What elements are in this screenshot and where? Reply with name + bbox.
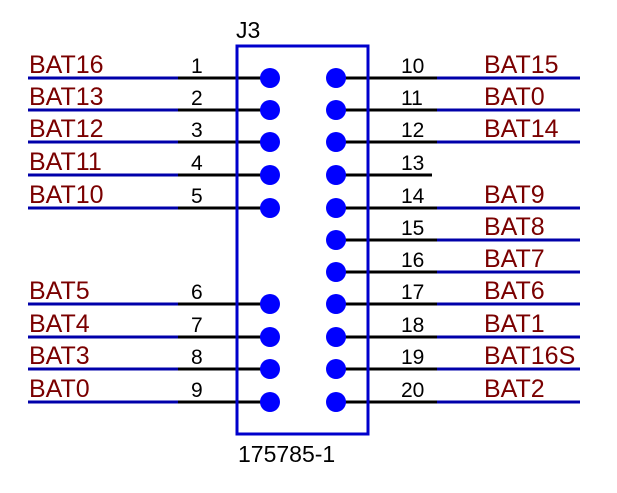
pad-pin-17 bbox=[326, 294, 346, 314]
pad-pin-12 bbox=[326, 132, 346, 152]
pad-pin-3 bbox=[260, 132, 280, 152]
net-label-pin-19: BAT16S bbox=[484, 342, 575, 370]
net-label-pin-11: BAT0 bbox=[484, 83, 545, 111]
pin-number-pin-4: 4 bbox=[191, 152, 203, 175]
pin-number-pin-7: 7 bbox=[191, 314, 203, 337]
net-label-pin-6: BAT5 bbox=[29, 277, 90, 305]
pads-layer bbox=[260, 68, 346, 412]
pad-pin-8 bbox=[260, 359, 280, 379]
net-label-pin-16: BAT7 bbox=[484, 245, 545, 273]
pin-number-pin-5: 5 bbox=[191, 185, 203, 208]
pad-pin-14 bbox=[326, 198, 346, 218]
pad-pin-9 bbox=[260, 392, 280, 412]
pin-number-pin-10: 10 bbox=[401, 55, 424, 78]
pad-pin-19 bbox=[326, 359, 346, 379]
net-label-pin-5: BAT10 bbox=[29, 181, 104, 209]
net-label-pin-12: BAT14 bbox=[484, 115, 559, 143]
pad-pin-6 bbox=[260, 294, 280, 314]
net-label-pin-10: BAT15 bbox=[484, 51, 559, 79]
pad-pin-7 bbox=[260, 327, 280, 347]
pin-number-pin-15: 15 bbox=[401, 217, 424, 240]
net-label-pin-17: BAT6 bbox=[484, 277, 545, 305]
net-label-pin-3: BAT12 bbox=[29, 115, 104, 143]
pad-pin-10 bbox=[326, 68, 346, 88]
pin-number-pin-3: 3 bbox=[191, 119, 203, 142]
net-label-pin-7: BAT4 bbox=[29, 310, 90, 338]
net-label-pin-20: BAT2 bbox=[484, 375, 545, 403]
pin-number-pin-11: 11 bbox=[401, 87, 423, 110]
pin-number-pin-13: 13 bbox=[401, 152, 424, 175]
pin-number-pin-16: 16 bbox=[401, 249, 424, 272]
pad-pin-5 bbox=[260, 198, 280, 218]
pin-number-pin-8: 8 bbox=[191, 346, 203, 369]
net-label-pin-8: BAT3 bbox=[29, 342, 90, 370]
pad-pin-2 bbox=[260, 100, 280, 120]
part-number-label: 175785-1 bbox=[238, 441, 335, 467]
pin-number-pin-12: 12 bbox=[401, 119, 424, 142]
pad-pin-20 bbox=[326, 392, 346, 412]
pin-number-pin-1: 1 bbox=[191, 55, 203, 78]
wires-layer bbox=[28, 76, 580, 404]
pad-pin-1 bbox=[260, 68, 280, 88]
designator-label: J3 bbox=[236, 17, 260, 43]
connector-body bbox=[235, 44, 370, 436]
pad-pin-16 bbox=[326, 262, 346, 282]
net-label-pin-18: BAT1 bbox=[484, 310, 545, 338]
pad-pin-15 bbox=[326, 230, 346, 250]
net-label-pin-1: BAT16 bbox=[29, 51, 104, 79]
pin-number-pin-9: 9 bbox=[191, 379, 203, 402]
pin-number-pin-17: 17 bbox=[401, 281, 424, 304]
pin-number-pin-2: 2 bbox=[191, 87, 203, 110]
net-label-pin-2: BAT13 bbox=[29, 83, 104, 111]
net-label-pin-9: BAT0 bbox=[29, 375, 90, 403]
net-label-pin-4: BAT11 bbox=[29, 148, 102, 176]
net-label-pin-14: BAT9 bbox=[484, 181, 545, 209]
net-label-pin-15: BAT8 bbox=[484, 213, 545, 241]
pin-number-pin-20: 20 bbox=[401, 379, 424, 402]
pad-pin-18 bbox=[326, 327, 346, 347]
pad-pin-13 bbox=[326, 165, 346, 185]
pad-pin-4 bbox=[260, 165, 280, 185]
pin-number-pin-6: 6 bbox=[191, 281, 203, 304]
pin-number-pin-18: 18 bbox=[401, 314, 424, 337]
pin-number-pin-19: 19 bbox=[401, 346, 424, 369]
pad-pin-11 bbox=[326, 100, 346, 120]
pin-number-pin-14: 14 bbox=[401, 185, 425, 208]
